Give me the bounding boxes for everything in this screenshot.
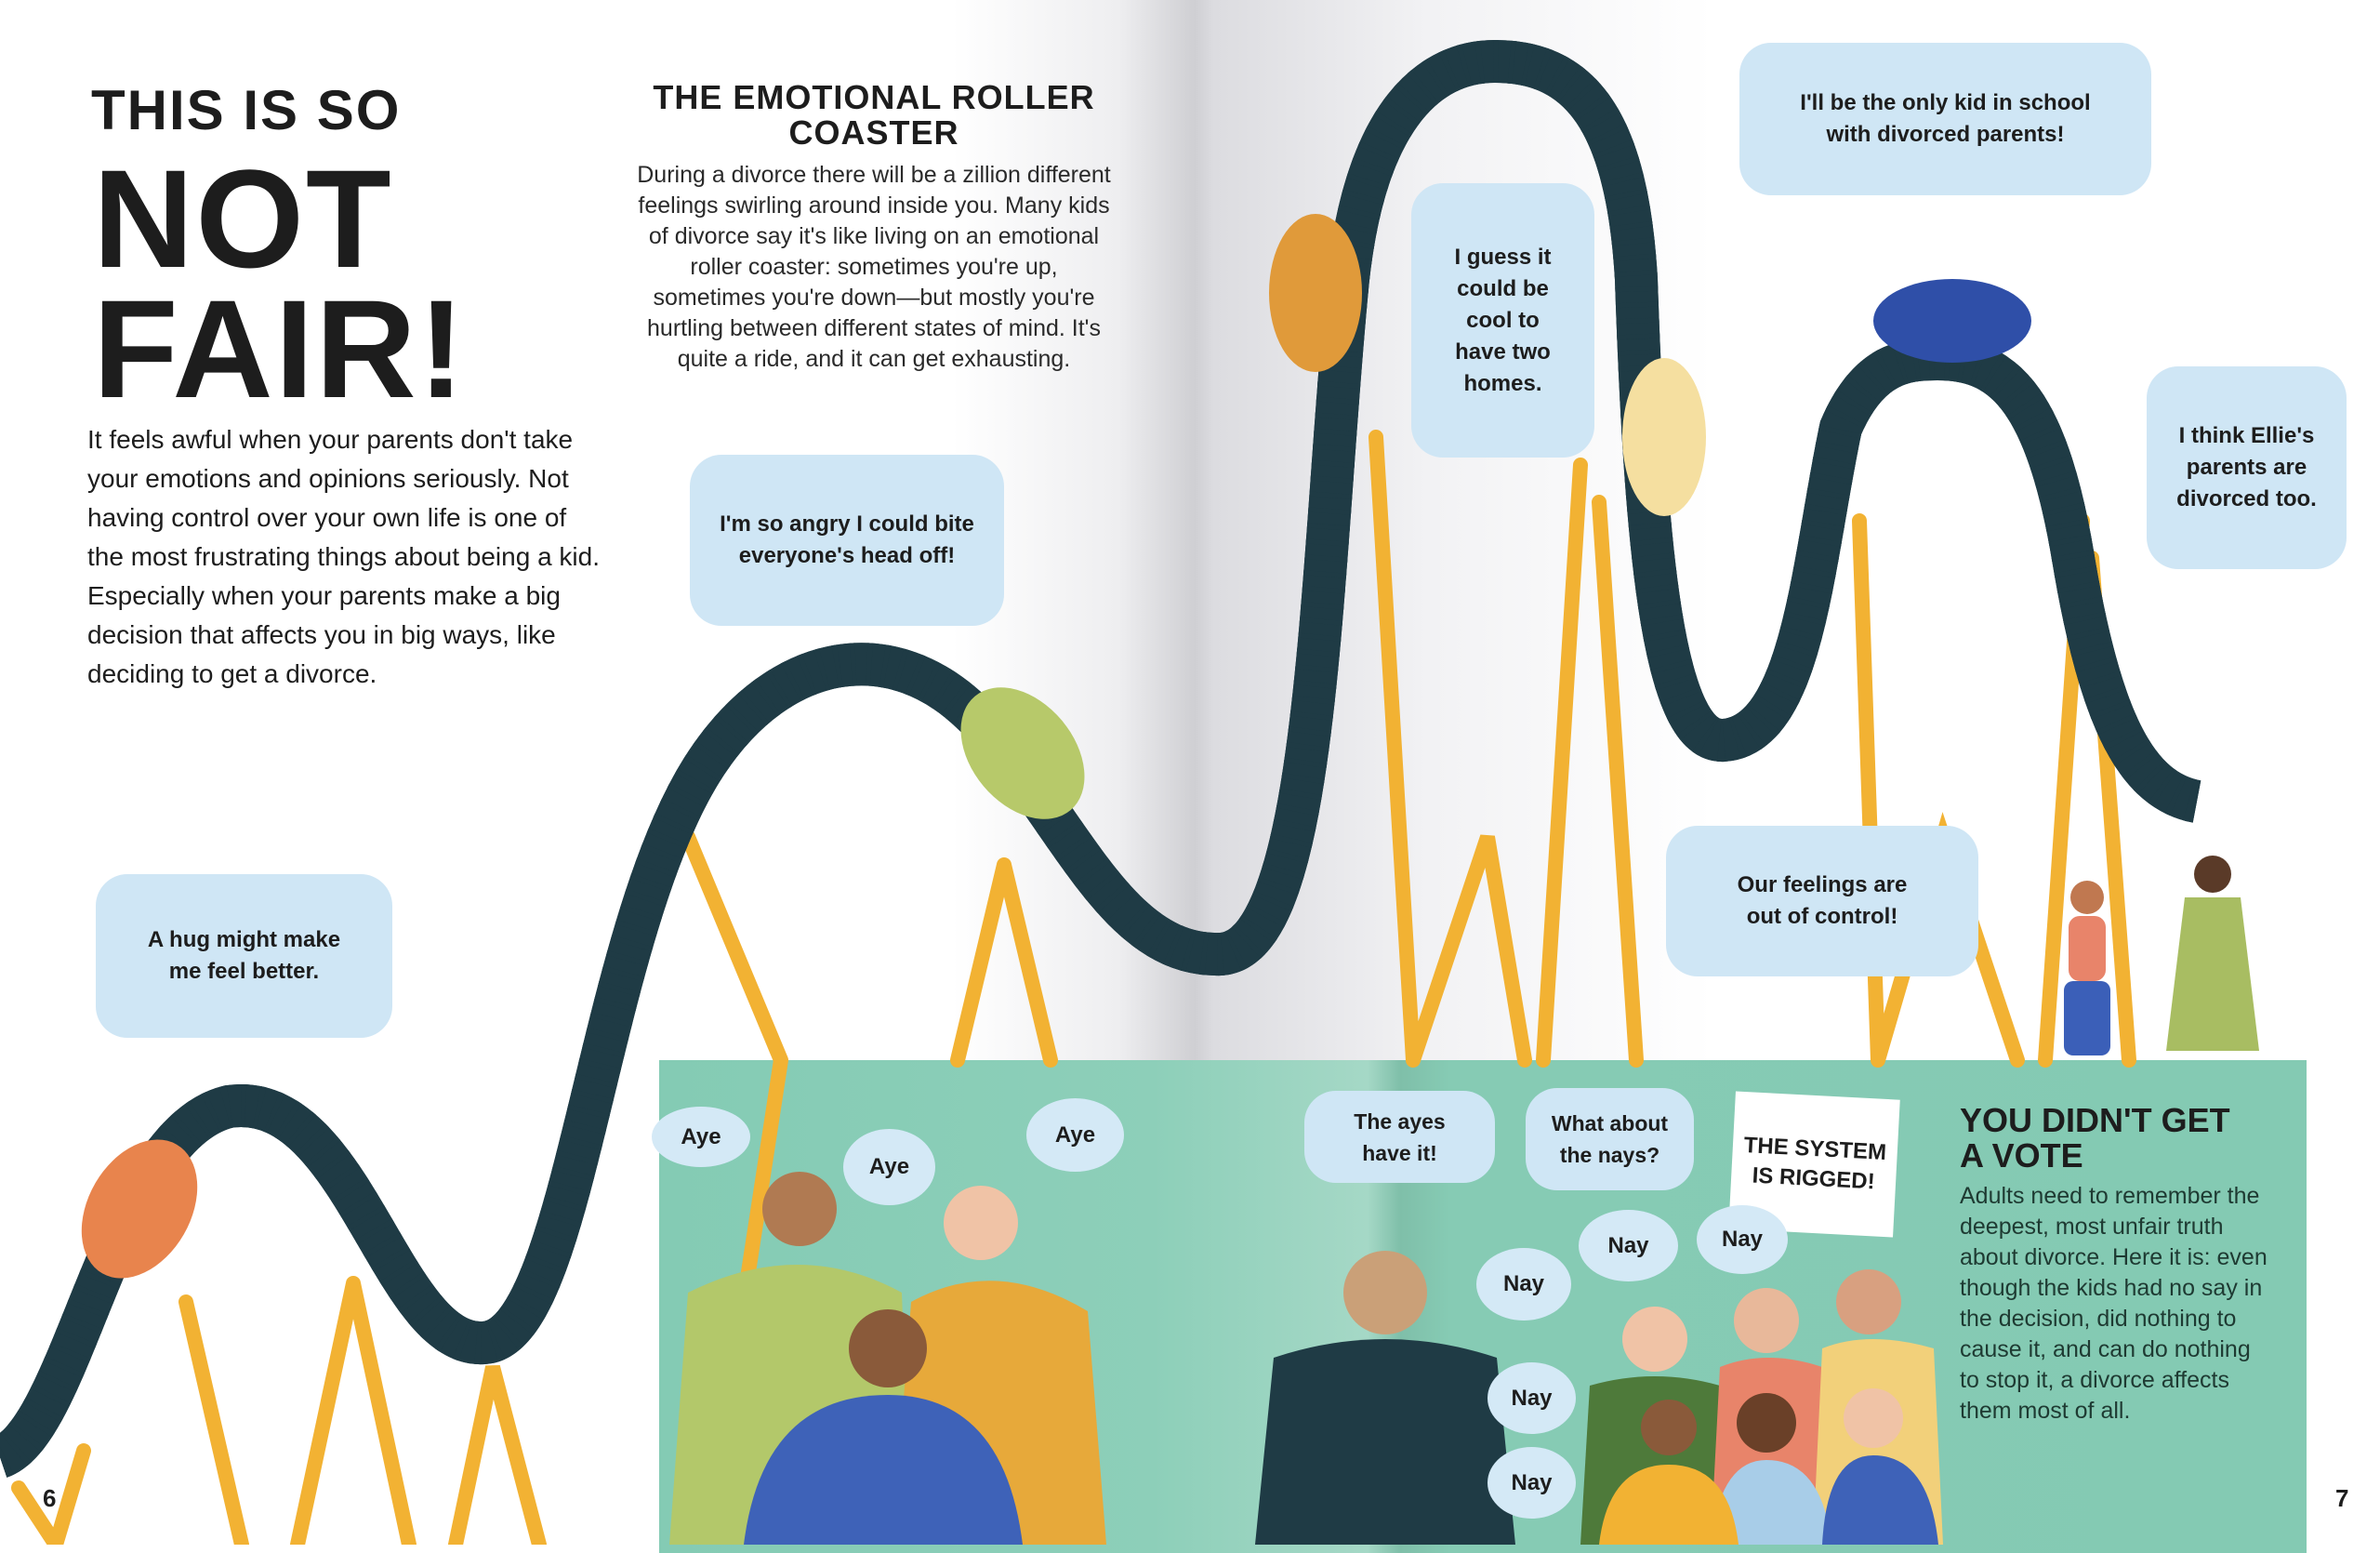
page-number-right: 7	[2335, 1484, 2349, 1512]
headline-not: NOT	[93, 140, 393, 297]
section-title-vote: YOU DIDN'T GET A VOTE	[1960, 1101, 2230, 1175]
speech-bubble-two-homes: I guess it could be cool to have two hom…	[1411, 183, 1594, 458]
aye-bubble: Aye	[1026, 1098, 1124, 1172]
speech-bubble-what-about-nays: What about the nays?	[1526, 1088, 1694, 1190]
voters-nays	[1255, 1251, 1943, 1545]
aye-bubble: Aye	[652, 1107, 750, 1167]
speech-bubble-ellie: I think Ellie's parents are divorced too…	[2147, 366, 2347, 569]
kids-standing	[2064, 856, 2259, 1055]
amber-car	[1269, 214, 1362, 372]
coaster-cars	[81, 214, 2031, 1279]
section-body-roller-coaster: During a divorce there will be a zillion…	[637, 162, 1111, 372]
nay-bubble: Nay	[1697, 1205, 1788, 1274]
nay-bubble: Nay	[1488, 1362, 1576, 1434]
nay-bubble: Nay	[1488, 1447, 1576, 1519]
blue-car	[1873, 279, 2031, 363]
speech-bubble-only-kid: I'll be the only kid in school with divo…	[1739, 43, 2151, 195]
headline-this-is-so: THIS IS SO	[91, 79, 402, 141]
nay-bubble: Nay	[1579, 1210, 1678, 1281]
coaster-track	[0, 39, 2197, 1457]
orange-car	[81, 1139, 198, 1279]
speech-bubble-angry: I'm so angry I could bite everyone's hea…	[690, 455, 1004, 626]
cream-car	[1622, 358, 1706, 516]
speech-bubble-ayes-have-it: The ayes have it!	[1304, 1091, 1495, 1183]
aye-bubble: Aye	[843, 1129, 935, 1205]
speech-bubble-hug: A hug might make me feel better.	[96, 874, 392, 1038]
green-car	[960, 687, 1085, 819]
speech-bubble-feelings: Our feelings are out of control!	[1666, 826, 1978, 976]
page-number-left: 6	[43, 1484, 57, 1512]
headline-fair: FAIR!	[93, 271, 467, 427]
nay-bubble: Nay	[1476, 1248, 1571, 1321]
section-body-vote: Adults need to remember the deepest, mos…	[1960, 1183, 2268, 1424]
intro-paragraph: It feels awful when your parents don't t…	[87, 425, 600, 688]
voters-ayes	[669, 1172, 1106, 1545]
section-title-roller-coaster: THE EMOTIONAL ROLLER COASTER	[653, 78, 1095, 152]
